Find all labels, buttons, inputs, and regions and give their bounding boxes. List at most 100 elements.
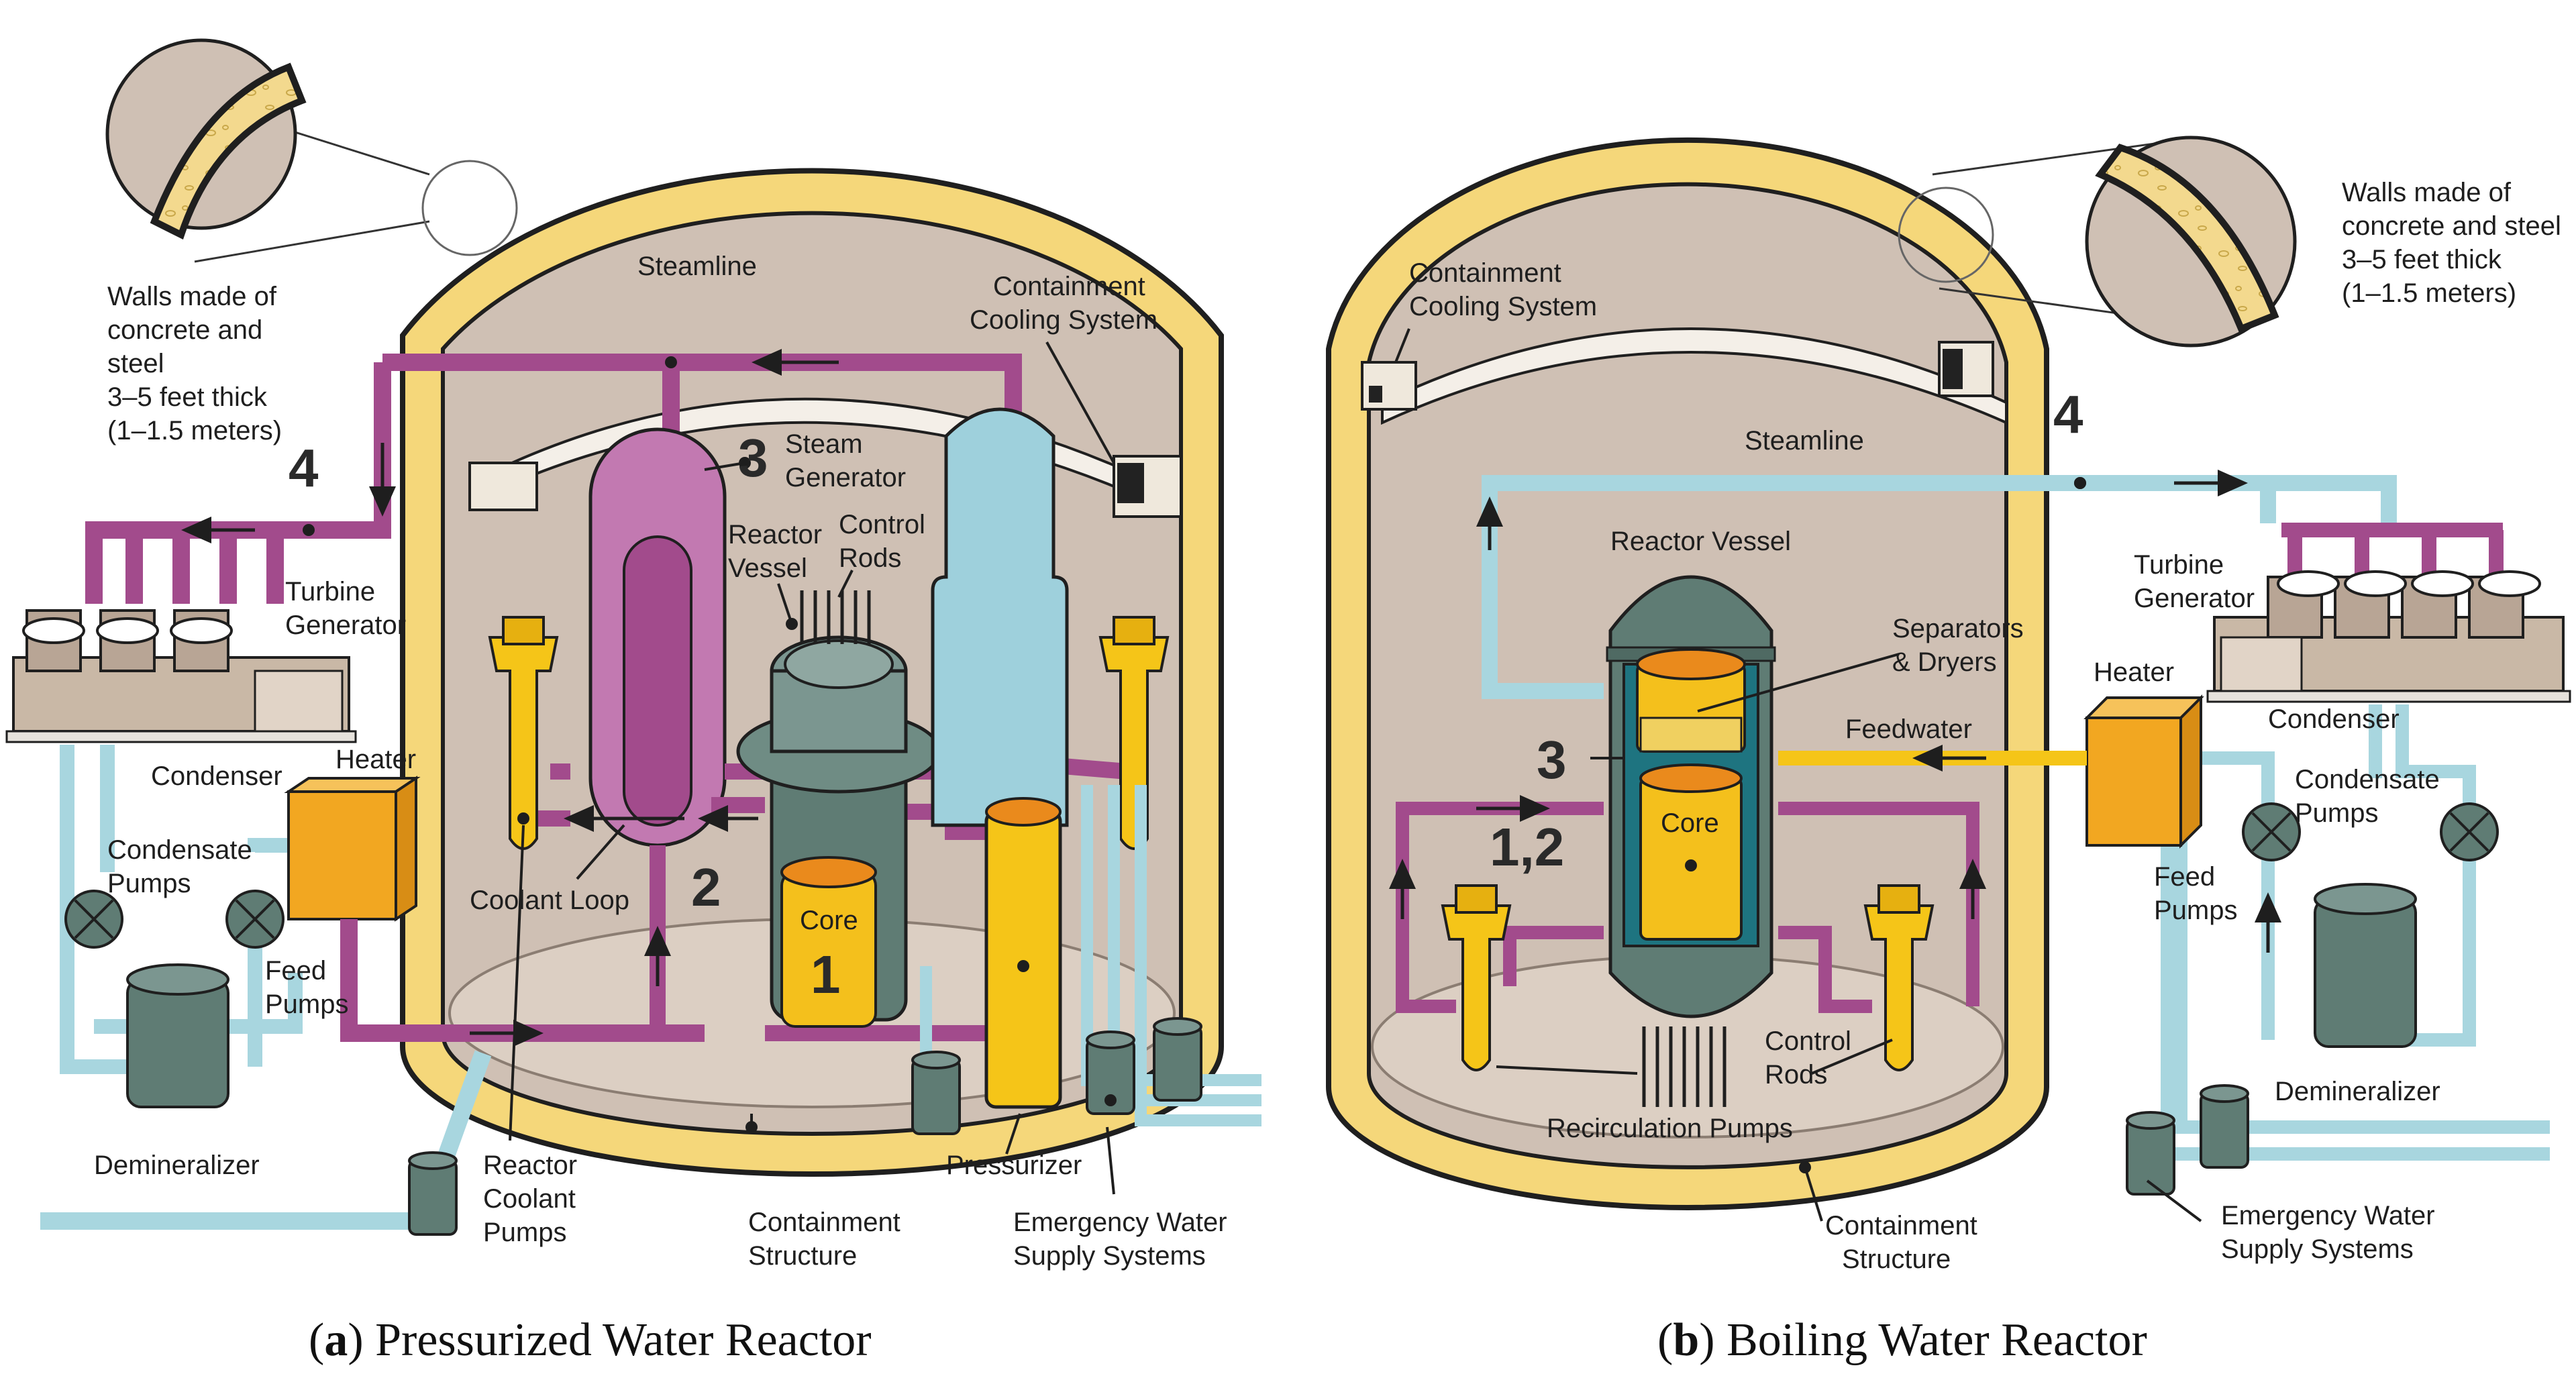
pwr-step-1: 1 [811,945,841,1004]
bwr-emergency-tanks [2126,1084,2249,1196]
pwr-condensate-loop [60,745,295,1074]
pwr-steam-generator-1: Steam [785,429,863,459]
bwr-containment-cooling-2: Cooling System [1409,292,1597,321]
bwr-containment-cooling-1: Containment [1409,258,1561,288]
pwr-control-rods-2: Rods [839,543,901,573]
bwr-feed-pumps-2: Pumps [2154,896,2238,925]
bwr-heater-label: Heater [2094,657,2174,687]
bwr-control-rods-1: Control [1765,1026,1851,1056]
pwr-turbine-generator-2: Generator [285,611,406,640]
bwr-walls-note-1: Walls made of [2342,178,2512,207]
bwr-walls-note-2: concrete and steel [2342,211,2561,241]
pwr-containment-cooling-2: Cooling System [970,305,1157,335]
bwr-separators-1: Separators [1892,614,2024,643]
pwr-pressurizer [984,797,1062,1109]
bwr-step-12: 1,2 [1490,817,1564,877]
pwr-containment-tank [931,407,1069,827]
bwr-recirculation-pumps-label: Recirculation Pumps [1547,1114,1793,1143]
bwr-feed-pumps-1: Feed [2154,862,2215,892]
bwr-walls-note-4: (1–1.5 meters) [2342,278,2516,308]
pwr-coolant-loop-label: Coolant Loop [470,886,629,915]
bwr-separators-2: & Dryers [1892,647,1997,677]
pwr-caption: (a) Pressurized Water Reactor [309,1314,872,1366]
bwr-reactor-vessel-label: Reactor Vessel [1610,527,1791,556]
pwr-containment-structure-2: Structure [748,1241,857,1271]
pwr-walls-note-4: 3–5 feet thick [107,382,268,412]
bwr-containment-structure-2: Structure [1842,1245,1951,1274]
pwr-control-rods [800,590,871,644]
pwr-condensate-pumps-2: Pumps [107,869,191,898]
pwr-intake-pump [408,1151,458,1236]
bwr-demineralizer [2314,883,2417,1048]
bwr-emergency-water-2: Supply Systems [2221,1234,2414,1264]
pwr-turbine-generator-1: Turbine [285,577,375,606]
pwr-containment-cooling-1: Containment [993,272,1145,301]
pwr-demineralizer-label: Demineralizer [94,1151,260,1180]
pwr-emergency-water-1: Emergency Water [1013,1208,1227,1237]
pwr-turbine-generator [5,609,357,743]
pwr-steamline-label: Steamline [637,252,757,281]
bwr-cooling-arch [1381,327,2008,425]
bwr-turbine-generator-2: Generator [2134,584,2255,613]
bwr-wall-zoom-target [1898,187,1994,283]
pwr-step-4: 4 [289,438,319,498]
pwr-emergency-tanks [911,1017,1202,1135]
bwr-condensate-pumps-2: Pumps [2295,798,2379,828]
pwr-core-label: Core [800,906,858,935]
bwr-demineralizer-label: Demineralizer [2275,1077,2440,1106]
pwr-walls-note-3: steel [107,349,164,378]
pwr-condensate-pumps-1: Condensate [107,835,252,865]
bwr-core-label: Core [1661,808,1719,838]
panel-b-bwr: Walls made of concrete and steel 3–5 fee… [1326,136,2571,1366]
pwr-control-rods-1: Control [839,510,925,539]
bwr-step-4: 4 [2053,384,2083,444]
pwr-steam-generator [588,427,727,847]
pwr-feed-pumps-1: Feed [265,956,326,986]
bwr-containment-structure-1: Containment [1825,1211,1977,1240]
pwr-walls-note-5: (1–1.5 meters) [107,416,282,445]
pwr-pressurizer-label: Pressurizer [946,1151,1082,1180]
pwr-feedwater-line [340,919,705,1042]
pwr-emergency-water-2: Supply Systems [1013,1241,1206,1271]
panel-a-pwr: Walls made of concrete and steel 3–5 fee… [5,38,1261,1366]
pwr-walls-note-1: Walls made of [107,282,277,311]
pwr-step-2: 2 [691,857,721,917]
pwr-leader-lines [509,341,1115,1195]
pwr-heater [284,776,421,922]
bwr-control-rods-2: Rods [1765,1060,1827,1090]
bwr-walls-note-3: 3–5 feet thick [2342,245,2502,274]
pwr-core [780,856,877,1028]
pwr-step-3: 3 [738,428,768,488]
pwr-reactor-vessel-2: Vessel [728,553,807,583]
pwr-reactor-coolant-pumps-2: Coolant [483,1184,576,1214]
bwr-core [1639,763,1743,941]
pwr-walls-note-2: concrete and [107,315,262,345]
bwr-leader-lines [1394,328,2202,1222]
pwr-wall-zoom-target [421,160,518,256]
pwr-reactor-coolant-pump-left [488,616,559,850]
bwr-steamline-label: Steamline [1745,426,1864,456]
pwr-feed-pumps-2: Pumps [265,990,349,1019]
pwr-steam-generator-2: Generator [785,463,906,492]
bwr-turbine-generator [2206,570,2571,703]
bwr-condensate-loop [2161,704,2550,1161]
bwr-step-3: 3 [1537,730,1567,790]
pwr-condenser-label: Condenser [151,761,282,791]
bwr-turbine-manifold [2281,523,2504,590]
bwr-heater [2083,694,2204,849]
pwr-reactor-coolant-pumps-3: Pumps [483,1218,567,1247]
bwr-condensate-pumps-1: Condensate [2295,765,2440,794]
bwr-control-rods [1642,1026,1727,1107]
pwr-reactor-coolant-pumps-1: Reactor [483,1151,577,1180]
bwr-caption: (b) Boiling Water Reactor [1657,1314,2147,1366]
pwr-demineralizer [126,963,229,1108]
bwr-feedwater-label: Feedwater [1845,715,1972,744]
bwr-turbine-generator-1: Turbine [2134,550,2224,580]
pwr-heater-label: Heater [336,745,416,774]
bwr-emergency-water-1: Emergency Water [2221,1201,2435,1230]
bwr-separators-dryers [1636,648,1746,753]
bwr-condenser-label: Condenser [2268,704,2400,734]
bwr-recirculation-pump-left [1441,884,1512,1071]
